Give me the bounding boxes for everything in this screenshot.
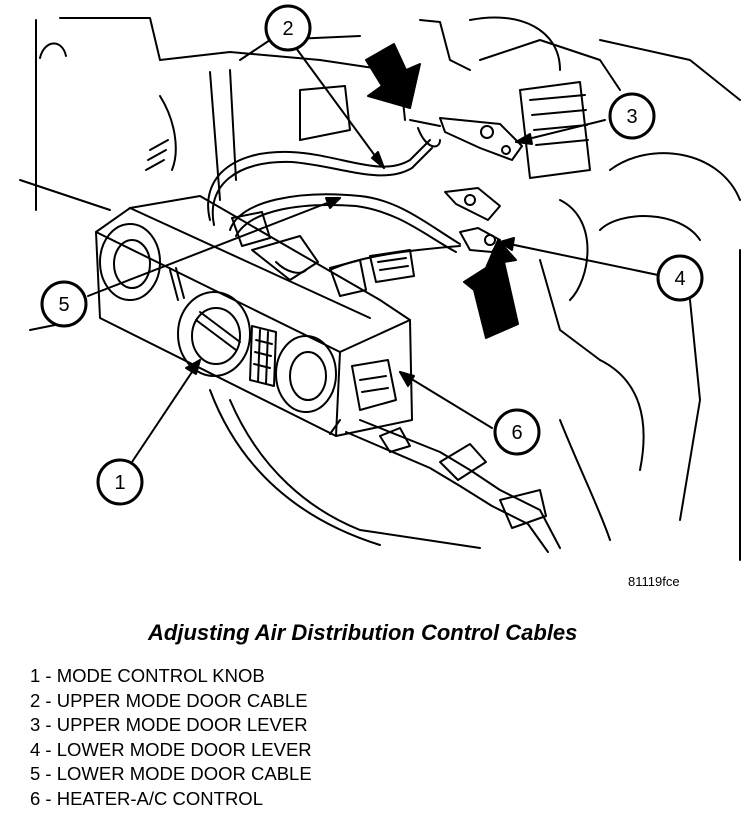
legend-item: 5 - LOWER MODE DOOR CABLE — [30, 763, 312, 785]
callout-4-circle — [656, 254, 704, 302]
diagram-illustration: 2 3 4 5 6 1 — [19, 4, 741, 561]
callout-2: 2 — [282, 18, 293, 40]
callout-3: 3 — [626, 106, 637, 128]
direction-arrows — [365, 43, 519, 339]
callout-2-circle — [264, 4, 312, 52]
cable-connectors — [231, 211, 415, 297]
callout-5-circle — [40, 280, 88, 328]
legend-item: 4 - LOWER MODE DOOR LEVER — [30, 738, 312, 760]
leader-arrowheads — [185, 133, 533, 387]
figure-id: 81119fce — [628, 574, 680, 589]
callout-4: 4 — [674, 268, 685, 290]
callout-6-circle — [493, 408, 541, 456]
callout-5: 5 — [58, 294, 69, 316]
leader-lines — [87, 47, 659, 463]
legend-item: 1 - MODE CONTROL KNOB — [30, 665, 265, 686]
callout-6: 6 — [511, 422, 522, 444]
figure-title: Adjusting Air Distribution Control Cable… — [148, 620, 578, 645]
heater-ac-control — [95, 195, 413, 437]
callout-1-circle — [96, 458, 144, 506]
callout-1: 1 — [114, 472, 125, 494]
legend-item: 6 - HEATER-A/C CONTROL — [30, 787, 263, 809]
legend-item: 2 - UPPER MODE DOOR CABLE — [30, 689, 308, 711]
upper-mode-door-cable — [207, 139, 433, 226]
callout-3-circle — [608, 92, 656, 140]
legend: 1 - MODE CONTROL KNOB 2 - UPPER MODE DOO… — [30, 664, 312, 812]
dashboard-outline — [19, 16, 741, 561]
legend-item: 3 - UPPER MODE DOOR LEVER — [30, 714, 308, 736]
callout-circles — [40, 4, 704, 506]
upper-mode-door-lever — [409, 117, 523, 161]
wiring-harness — [345, 419, 561, 553]
lower-mode-door-lever — [444, 187, 501, 253]
